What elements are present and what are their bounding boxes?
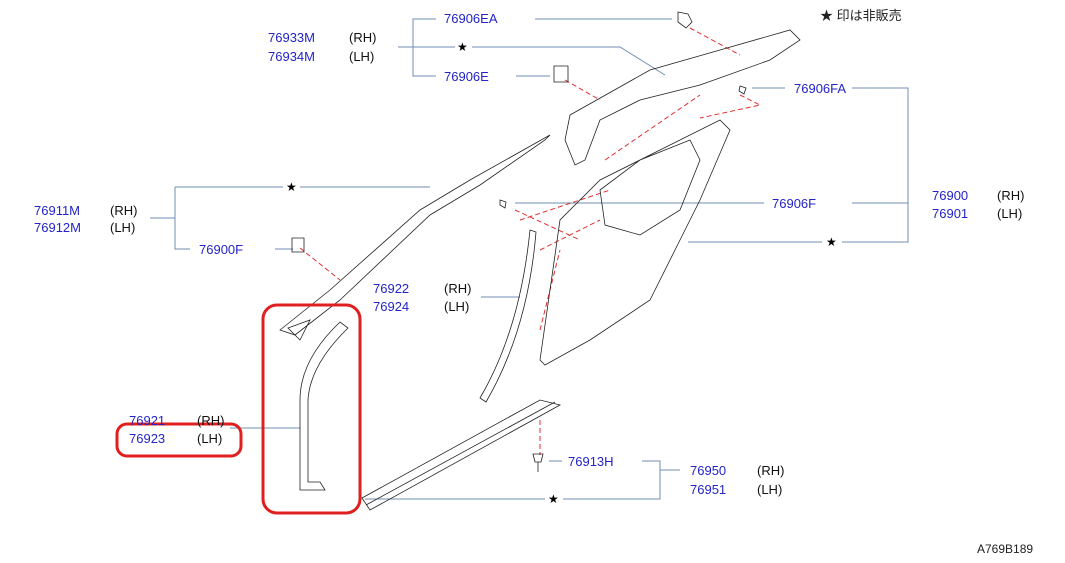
side-label: (RH) (349, 30, 377, 45)
part-76912M[interactable]: 76912M (34, 220, 81, 235)
side-label: (RH) (757, 463, 785, 478)
part-76906E[interactable]: 76906E (444, 69, 489, 84)
rear-pillar-garnish (564, 29, 801, 166)
diagram-code: A769B189 (977, 542, 1034, 556)
part-76951[interactable]: 76951 (690, 482, 727, 497)
star-marker: ★ (826, 235, 837, 249)
part-76900F[interactable]: 76900F (199, 242, 244, 257)
part-76923[interactable]: 76923 (129, 431, 166, 446)
side-label: (LH) (197, 431, 223, 446)
part-76924[interactable]: 76924 (373, 299, 410, 314)
side-label: (RH) (197, 413, 225, 428)
parts (279, 11, 801, 511)
part-76950[interactable]: 76950 (690, 463, 727, 478)
side-label: (LH) (444, 299, 470, 314)
highlight-boxes (115, 303, 362, 515)
side-label: (RH) (110, 203, 138, 218)
door-weatherstrip (299, 321, 349, 491)
side-label: (LH) (997, 206, 1023, 221)
part-76906EA[interactable]: 76906EA (444, 11, 498, 26)
highlight-weatherstrip (261, 303, 362, 515)
clip-76906FA (738, 85, 747, 95)
part-76922[interactable]: 76922 (373, 281, 410, 296)
clip-76906F (499, 199, 507, 209)
part-76911M[interactable]: 76911M (34, 203, 81, 218)
clip-76906EA (677, 11, 693, 29)
side-label: (LH) (757, 482, 783, 497)
side-label: (RH) (997, 188, 1025, 203)
leader-lines (150, 18, 909, 500)
roof-side-molding (279, 134, 551, 336)
quarter-trim-panel (539, 119, 731, 366)
part-76906FA[interactable]: 76906FA (794, 81, 847, 96)
star-marker: ★ (457, 40, 468, 54)
part-76906F[interactable]: 76906F (772, 196, 817, 211)
side-label: (LH) (110, 220, 136, 235)
clip-76900F (291, 237, 305, 253)
sill-kicking-plate (361, 399, 562, 511)
part-76921[interactable]: 76921 (129, 413, 166, 428)
part-76901[interactable]: 76901 (932, 206, 969, 221)
highlight-76923 (115, 422, 243, 458)
clip-76906E (553, 65, 569, 83)
part-76913H[interactable]: 76913H (568, 454, 614, 469)
rear-weatherstrip (479, 229, 537, 403)
clip-76913H (532, 453, 544, 472)
part-76933M[interactable]: 76933M (268, 30, 315, 45)
part-76934M[interactable]: 76934M (268, 49, 315, 64)
star-marker: ★ (548, 492, 559, 506)
not-sold-note: ★ 印は非販売 (820, 8, 902, 23)
star-marker: ★ (286, 180, 297, 194)
side-label: (RH) (444, 281, 472, 296)
side-label: (LH) (349, 49, 375, 64)
part-76900[interactable]: 76900 (932, 188, 969, 203)
